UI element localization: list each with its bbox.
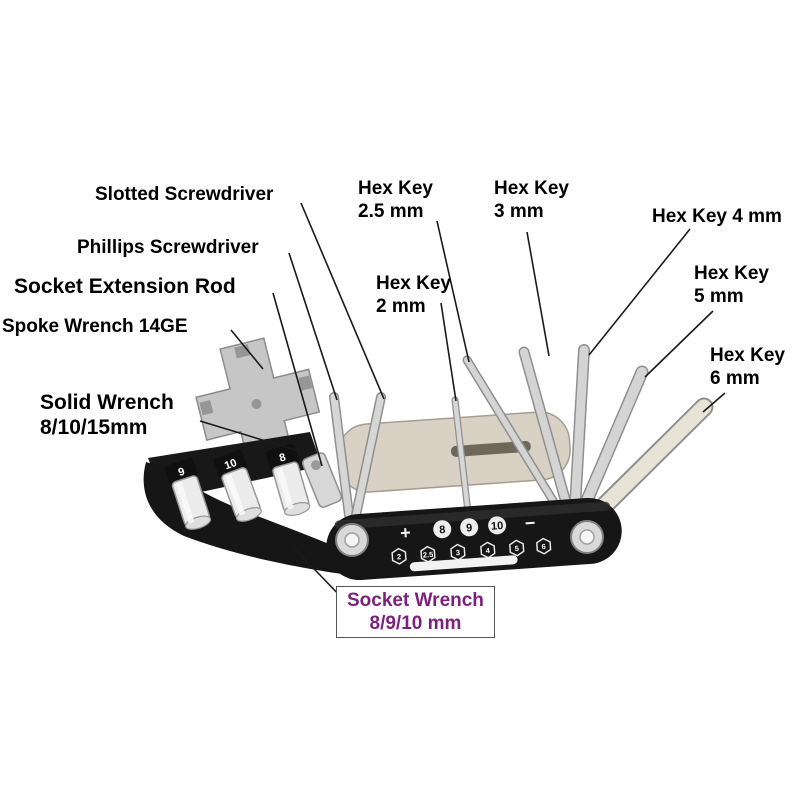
- socket-label: 10: [223, 457, 239, 472]
- label-solid-wrench: Solid Wrench 8/10/15mm: [40, 390, 174, 440]
- plus-marking: +: [399, 522, 411, 543]
- label-hex-key-3: Hex Key 3 mm: [494, 177, 569, 223]
- solid-wrench-slot: [450, 440, 531, 457]
- label-slotted-screwdriver: Slotted Screwdriver: [95, 183, 273, 206]
- label-line: 8/9/10 mm: [369, 613, 462, 634]
- label-hex-key-2: Hex Key 2 mm: [376, 272, 451, 318]
- hex-size-marking: 4: [485, 546, 491, 555]
- hex-size-marking: 2.5: [422, 550, 433, 560]
- spoke-notch: [199, 400, 214, 416]
- label-line: Hex Key: [358, 178, 433, 199]
- label-line: 5 mm: [694, 286, 744, 307]
- label-line: Hex Key: [494, 178, 569, 199]
- leader-solid-wrench: [199, 420, 303, 453]
- socket-label: 9: [177, 466, 187, 479]
- leader-lines: [199, 202, 726, 602]
- socket-size-badge: [460, 518, 479, 537]
- hex-key-5: [575, 365, 649, 519]
- minus-marking: −: [524, 513, 536, 534]
- hex-key-3: [518, 346, 574, 516]
- socket-8: 8: [265, 444, 311, 516]
- tool-body: + 8 9 10 − 2 2.5 3 4 5 6: [326, 497, 622, 581]
- hex-size-marking: 3: [456, 548, 461, 557]
- label-line: 6 mm: [710, 368, 760, 389]
- label-hex-key-5: Hex Key 5 mm: [694, 262, 769, 308]
- label-line: Socket Extension Rod: [14, 275, 236, 298]
- slotted-screwdriver: [351, 392, 386, 520]
- hex-size-marking: 2: [397, 552, 402, 561]
- spoke-notch: [298, 375, 313, 391]
- socket-9: 9: [164, 458, 212, 530]
- label-spoke-wrench: Spoke Wrench 14GE: [2, 315, 188, 338]
- label-line: Spoke Wrench 14GE: [2, 316, 188, 337]
- label-phillips-screwdriver: Phillips Screwdriver: [77, 236, 259, 259]
- leader-spoke-wrench: [230, 329, 264, 370]
- phillips-screwdriver: [329, 392, 354, 520]
- hex-key-4: [569, 344, 590, 514]
- label-line: Phillips Screwdriver: [77, 237, 259, 258]
- label-socket-extension-rod: Socket Extension Rod: [14, 274, 236, 299]
- label-hex-key-4: Hex Key 4 mm: [652, 205, 782, 228]
- leader-slotted: [300, 202, 385, 400]
- hex-size-marking: 5: [514, 544, 519, 553]
- socket-size-marking: 9: [466, 522, 473, 534]
- spoke-center-hole: [251, 398, 262, 409]
- label-hex-key-2-5: Hex Key 2.5 mm: [358, 177, 433, 223]
- label-line: Hex Key: [710, 345, 785, 366]
- leader-hex-2: [440, 302, 457, 402]
- socket-10: 10: [213, 450, 262, 522]
- label-line: Hex Key: [694, 263, 769, 284]
- leader-hex-2-5: [436, 220, 470, 363]
- socket-size-badge: [488, 516, 507, 535]
- label-line: Hex Key: [376, 273, 451, 294]
- hex-key-6: [582, 397, 714, 528]
- hex-size-marking: 6: [541, 542, 546, 551]
- socket-size-marking: 8: [439, 524, 446, 536]
- socket-extension-rod: [301, 452, 343, 508]
- leader-socket-extension: [272, 292, 323, 467]
- socket-size-badge: [433, 520, 452, 539]
- hex-key-2: [451, 396, 472, 516]
- label-line: 2.5 mm: [358, 201, 424, 222]
- leader-hex-6: [702, 392, 726, 413]
- label-line: Hex Key 4 mm: [652, 206, 782, 227]
- socket-label: 8: [278, 451, 287, 464]
- label-socket-wrench: Socket Wrench 8/9/10 mm: [336, 586, 495, 638]
- label-line: Solid Wrench: [40, 391, 174, 414]
- body-slot: [409, 555, 518, 572]
- label-line: 3 mm: [494, 201, 544, 222]
- leader-hex-3: [526, 231, 550, 357]
- left-pivot: [335, 523, 369, 557]
- right-pivot: [570, 520, 604, 554]
- leader-hex-4: [588, 228, 691, 356]
- socket-size-marking: 10: [491, 520, 504, 533]
- label-line: Slotted Screwdriver: [95, 184, 274, 205]
- label-line: 8/10/15mm: [40, 416, 148, 439]
- leader-hex-5: [644, 310, 714, 378]
- label-line: Socket Wrench: [347, 590, 484, 611]
- label-hex-key-6: Hex Key 6 mm: [710, 344, 785, 390]
- label-line: 2 mm: [376, 296, 426, 317]
- leader-phillips: [288, 252, 338, 401]
- hex-key-2-5: [462, 355, 565, 517]
